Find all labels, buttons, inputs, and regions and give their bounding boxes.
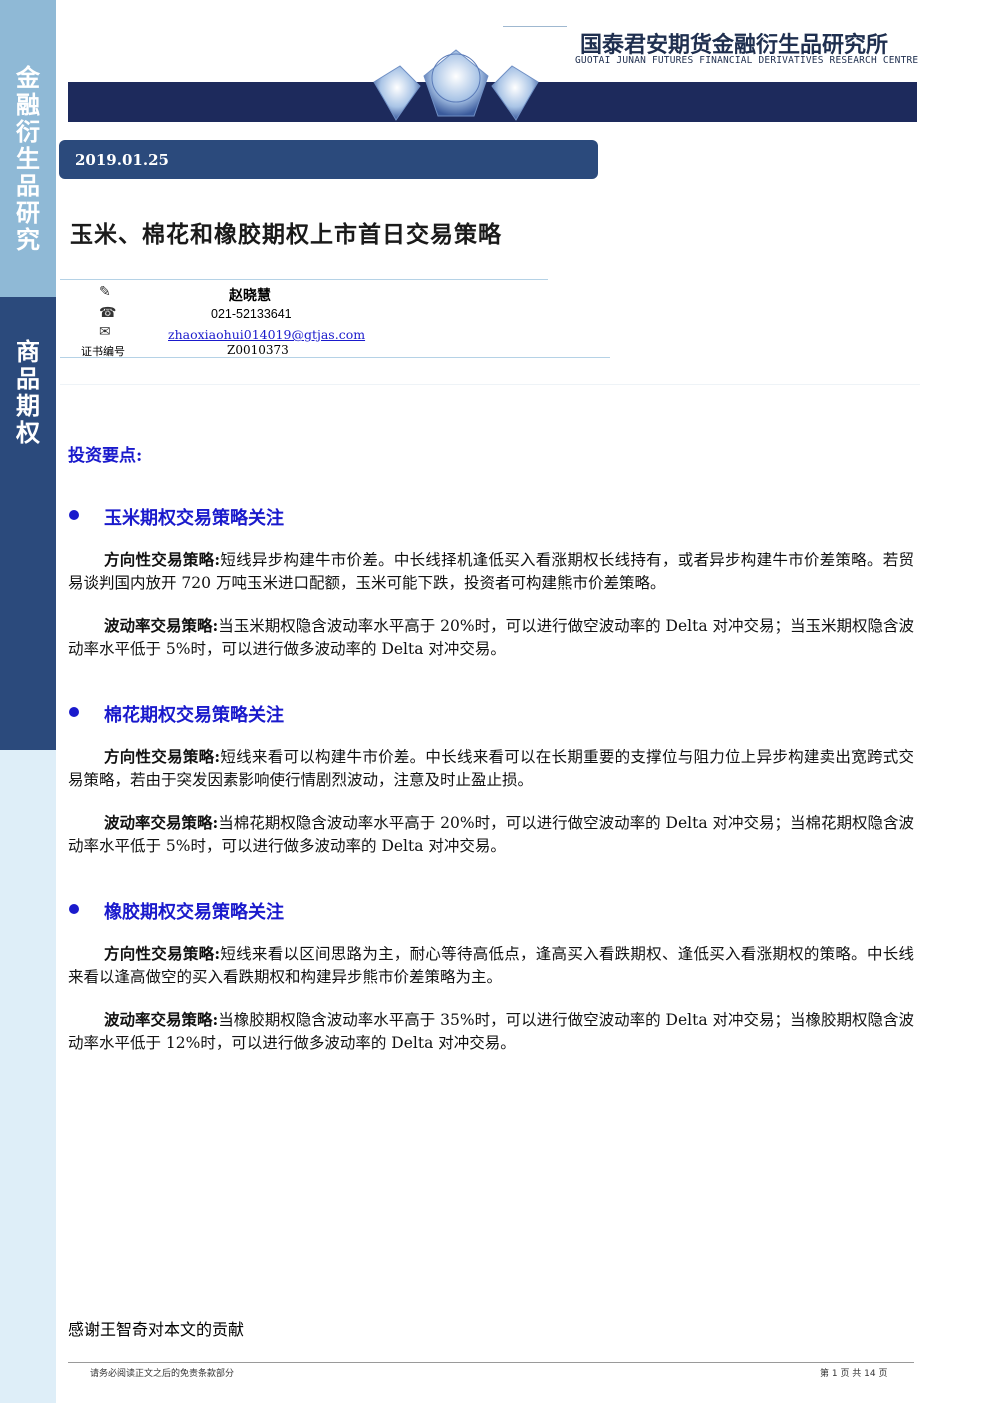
header-band [68,82,917,122]
para-text: 短线异步构建牛市价差。中长线择机逢低买入看涨期权长线持有，或者异步构建牛市价差策… [68,551,914,592]
author-email[interactable]: zhaoxiaohui014019@gtjas.com [168,327,366,342]
date-tab: 2019.01.25 [59,140,598,179]
sidebar-char: 品 [16,364,40,393]
bullet-icon [69,707,79,717]
sidebar-char: 融 [16,90,40,119]
org-name-en: GUOTAI JUNAN FUTURES FINANCIAL DERIVATIV… [575,55,919,66]
corn-volatility-paragraph: 波动率交易策略:当玉米期权隐含波动率水平高于 20%时，可以进行做空波动率的 D… [68,614,914,661]
author-divider [60,357,610,358]
footer-disclaimer: 请务必阅读正文之后的免责条款部分 [90,1369,235,1379]
sidebar-section-panel [0,297,56,750]
para-text: 短线来看可以构建牛市价差。中长线来看可以在长期重要的支撑位与阻力位上异步构建卖出… [68,748,914,789]
diamond-logo-icon [373,49,539,121]
author-phone: 021-52133641 [211,307,292,321]
pen-icon: ✎ [99,284,111,300]
sidebar-char: 金 [16,63,40,92]
rubber-volatility-paragraph: 波动率交易策略:当橡胶期权隐含波动率水平高于 35%时，可以进行做空波动率的 D… [68,1008,914,1055]
header-accent-line [503,26,567,27]
sidebar-char: 期 [16,391,40,420]
acknowledgement: 感谢王智奇对本文的贡献 [68,1320,245,1339]
sidebar-char: 研 [16,198,40,227]
cotton-directional-paragraph: 方向性交易策略:短线来看可以构建牛市价差。中长线来看可以在长期重要的支撑位与阻力… [68,745,914,792]
section-heading-corn: 玉米期权交易策略关注 [104,508,284,529]
org-name-cn: 国泰君安期货金融衍生品研究所 [580,33,889,58]
para-label: 方向性交易策略: [104,550,221,569]
sidebar-char: 商 [16,337,40,366]
corn-directional-paragraph: 方向性交易策略:短线异步构建牛市价差。中长线择机逢低买入看涨期权长线持有，或者异… [68,548,914,595]
para-text: 当玉米期权隐含波动率水平高于 20%时，可以进行做空波动率的 Delta 对冲交… [68,617,914,658]
para-label: 波动率交易策略: [104,1010,219,1029]
bullet-icon [69,904,79,914]
author-name: 赵晓慧 [229,288,271,304]
report-title: 玉米、棉花和橡胶期权上市首日交易策略 [70,221,502,248]
para-text: 当棉花期权隐含波动率水平高于 20%时，可以进行做空波动率的 Delta 对冲交… [68,814,914,855]
bullet-icon [69,510,79,520]
key-points-label: 投资要点: [68,446,143,466]
section-heading-cotton: 棉花期权交易策略关注 [104,705,284,726]
sidebar-bottom-panel [0,750,56,1403]
para-label: 波动率交易策略: [104,616,219,635]
sidebar-char: 衍 [16,117,40,146]
report-date: 2019.01.25 [75,151,169,169]
para-label: 方向性交易策略: [104,747,221,766]
cotton-volatility-paragraph: 波动率交易策略:当棉花期权隐含波动率水平高于 20%时，可以进行做空波动率的 D… [68,811,914,858]
para-label: 方向性交易策略: [104,944,221,963]
sidebar-section-label: 商品期权 [0,338,56,446]
sidebar-top-panel [0,0,56,297]
para-text: 当橡胶期权隐含波动率水平高于 35%时，可以进行做空波动率的 Delta 对冲交… [68,1011,914,1052]
footer-divider [68,1362,914,1363]
title-divider [60,279,548,280]
mail-icon: ✉ [99,324,111,340]
cert-label: 证书编号 [81,345,125,358]
sidebar-char: 权 [16,418,40,447]
rubber-directional-paragraph: 方向性交易策略:短线来看以区间思路为主，耐心等待高低点，逢高买入看跌期权、逢低买… [68,942,914,989]
para-label: 波动率交易策略: [104,813,219,832]
para-text: 短线来看以区间思路为主，耐心等待高低点，逢高买入看跌期权、逢低买入看涨期权的策略… [68,945,914,986]
section-heading-rubber: 橡胶期权交易策略关注 [104,902,284,923]
phone-icon: ☎ [99,305,117,321]
cert-number: Z0010373 [227,343,289,357]
faint-divider [60,384,920,385]
page-number: 第 1 页 共 14 页 [820,1369,888,1379]
sidebar-char: 生 [16,144,40,173]
sidebar-top-label: 金融衍生品研究 [0,64,56,253]
sidebar-char: 究 [16,225,40,254]
sidebar-char: 品 [16,171,40,200]
